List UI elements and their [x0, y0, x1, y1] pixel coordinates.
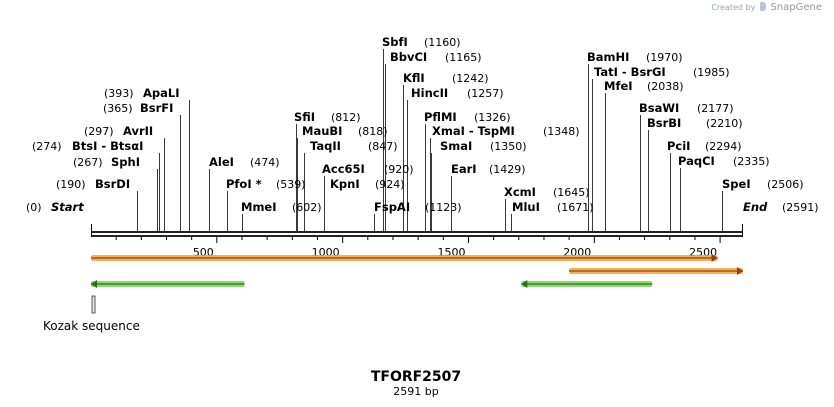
site-position-hincii: (1257)	[467, 87, 504, 100]
site-position-alei: (474)	[250, 156, 280, 169]
site-name-mlui: MluI	[512, 200, 540, 214]
site-position-mlui: (1671)	[557, 201, 594, 214]
site-position-tati-bsrgi: (1985)	[693, 66, 730, 79]
site-position-xcmi: (1645)	[553, 186, 590, 199]
backbone-bottom-line	[91, 235, 743, 237]
orf-arrowhead	[521, 280, 528, 288]
orf-arrow-2	[569, 267, 743, 275]
site-name-kpni: KpnI	[330, 177, 360, 191]
site-position-xmai-tspmi: (1348)	[543, 125, 580, 138]
site-position-bsrfi: (365)	[103, 102, 133, 115]
orf-arrowhead	[91, 280, 97, 288]
orf-arrow-3	[91, 280, 245, 288]
site-position-fspai: (1123)	[425, 201, 462, 214]
site-name-sbfi: SbfI	[382, 35, 408, 49]
site-name-hincii: HincII	[411, 86, 448, 100]
site-position-btsi-bts-i: (274)	[32, 140, 62, 153]
site-position-acc65i: (920)	[384, 163, 414, 176]
site-position-taqii: (847)	[368, 140, 398, 153]
snapgene-credit: Created by SnapGene	[711, 2, 822, 13]
site-name-fspai: FspAI	[374, 200, 410, 214]
site-name-pfoi: PfoI *	[226, 177, 262, 191]
site-name-bsrdi: BsrDI	[95, 177, 130, 191]
credit-brand: SnapGene	[770, 2, 822, 13]
site-position-smai: (1350)	[490, 140, 527, 153]
site-position-bamhi: (1970)	[646, 51, 683, 64]
orf-arrowhead	[737, 267, 743, 275]
site-position-kfli: (1242)	[452, 72, 489, 85]
site-position-mmei: (602)	[292, 201, 322, 214]
site-position-pfoi: (539)	[276, 178, 306, 191]
site-name-bsawi: BsaWI	[639, 101, 679, 115]
site-name-bamhi: BamHI	[587, 50, 629, 64]
site-name-spei: SpeI	[722, 177, 751, 191]
start-position: (0)	[26, 201, 42, 214]
site-name-pflmi: PflMI	[424, 110, 457, 124]
map-length: 2591 bp	[393, 385, 438, 398]
site-position-sbfi: (1160)	[424, 36, 461, 49]
site-position-sfii: (812)	[331, 111, 361, 124]
site-leader-lines	[137, 49, 723, 231]
site-position-kpni: (924)	[375, 178, 405, 191]
site-name-bbvci: BbvCI	[390, 50, 427, 64]
site-name-bsrbi: BsrBI	[647, 116, 681, 130]
start-cap	[91, 224, 92, 237]
site-name-apali: ApaLI	[143, 86, 180, 100]
site-position-eari: (1429)	[489, 163, 526, 176]
site-name-acc65i: Acc65I	[322, 162, 365, 176]
site-position-bsawi: (2177)	[697, 102, 734, 115]
site-name-pcii: PciI	[667, 139, 690, 153]
snapgene-logo-icon	[759, 2, 766, 11]
site-name-btsi-bts-i: BtsI - BtsαI	[72, 139, 143, 153]
site-position-sphi: (267)	[73, 156, 103, 169]
site-position-apali: (393)	[104, 87, 134, 100]
site-name-taqii: TaqII	[310, 139, 341, 153]
site-name-maubi: MauBI	[302, 124, 342, 138]
site-name-alei: AleI	[209, 155, 234, 169]
orf-arrow-1	[91, 254, 718, 262]
end-label: End	[743, 200, 768, 214]
site-position-bsrdi: (190)	[56, 178, 86, 191]
site-name-kfli: KflI	[403, 71, 425, 85]
site-name-smai: SmaI	[440, 139, 472, 153]
site-position-paqci: (2335)	[733, 155, 770, 168]
credit-prefix: Created by	[711, 3, 756, 12]
site-position-avrii: (297)	[84, 125, 114, 138]
site-name-avrii: AvrII	[123, 124, 153, 138]
site-name-sphi: SphI	[111, 155, 140, 169]
end-cap	[742, 224, 743, 237]
site-labels: BsrDI (190) SphI (267) BtsI - BtsαI (274) AvrI…	[32, 35, 804, 214]
site-position-pcii: (2294)	[705, 140, 742, 153]
orf-arrow-4	[521, 280, 653, 288]
site-position-pflmi: (1326)	[474, 111, 511, 124]
start-label: Start	[51, 200, 84, 214]
kozak-label: Kozak sequence	[43, 319, 140, 333]
site-name-tati-bsrgi: TatI - BsrGI	[594, 65, 666, 79]
site-position-spei: (2506)	[767, 178, 804, 191]
site-position-mfei: (2038)	[647, 80, 684, 93]
site-name-mmei: MmeI	[241, 200, 277, 214]
site-name-sfii: SfiI	[294, 110, 315, 124]
site-position-bbvci: (1165)	[445, 51, 482, 64]
site-position-bsrbi: (2210)	[706, 117, 743, 130]
site-name-xmai-tspmi: XmaI - TspMI	[432, 124, 515, 138]
site-position-maubi: (818)	[358, 125, 388, 138]
backbone-top-line	[91, 231, 743, 233]
site-name-eari: EarI	[451, 162, 477, 176]
site-name-mfei: MfeI	[604, 79, 633, 93]
kozak-marker	[91, 295, 96, 314]
map-title: TFORF2507	[371, 369, 461, 385]
site-name-paqci: PaqCI	[678, 154, 715, 168]
orf-arrowhead	[711, 254, 718, 262]
site-name-bsrfi: BsrFI	[140, 101, 173, 115]
feature-tracks	[91, 254, 743, 314]
site-name-xcmi: XcmI	[504, 185, 536, 199]
end-position: (2591)	[782, 201, 819, 214]
